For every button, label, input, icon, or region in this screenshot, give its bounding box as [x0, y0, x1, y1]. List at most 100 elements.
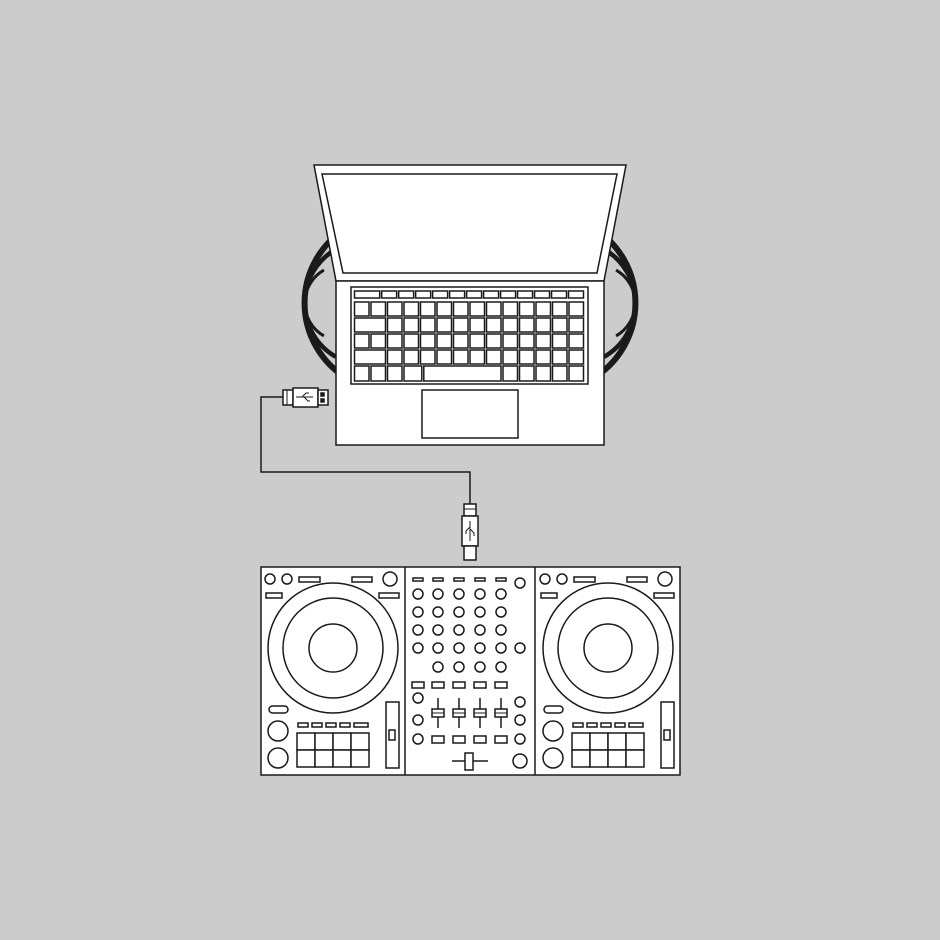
- eq-knob: [495, 624, 507, 636]
- deck-button: [573, 576, 596, 583]
- dj-controller-icon: [260, 566, 681, 776]
- keyboard-key: [353, 333, 370, 349]
- keyboard-key: [419, 333, 436, 349]
- keyboard-key: [533, 290, 551, 299]
- keyboard-key: [403, 333, 420, 349]
- keyboard-key: [568, 333, 585, 349]
- trackpad: [421, 389, 519, 439]
- keyboard-key: [353, 349, 387, 365]
- deck-button: [298, 576, 321, 583]
- performance-pad: [350, 732, 370, 751]
- performance-pad: [296, 749, 316, 768]
- performance-pad: [625, 749, 645, 768]
- filter-knob: [432, 661, 444, 673]
- mixer-button: [431, 735, 445, 744]
- cue-button: [542, 720, 564, 742]
- mixer-knob: [514, 696, 526, 708]
- usb-plug-boot: [282, 389, 294, 406]
- laptop-screen: [321, 173, 618, 274]
- mixer-button: [473, 735, 487, 744]
- pad-mode-button: [339, 722, 351, 728]
- performance-pad: [314, 732, 334, 751]
- keyboard-key: [370, 333, 387, 349]
- keyboard-key: [518, 301, 535, 317]
- deck-button: [653, 592, 675, 599]
- keyboard-key: [485, 333, 502, 349]
- eq-knob: [474, 624, 486, 636]
- filter-knob: [495, 661, 507, 673]
- eq-knob: [432, 624, 444, 636]
- tempo-slider-handle: [388, 729, 396, 741]
- sound-wave-arc: [615, 268, 637, 338]
- keyboard-key: [386, 365, 403, 382]
- performance-pad: [296, 732, 316, 751]
- mixer-button: [412, 577, 424, 582]
- eq-knob: [453, 624, 465, 636]
- keyboard-key: [452, 317, 469, 333]
- keyboard-key: [419, 349, 436, 365]
- cue-button: [452, 681, 466, 689]
- performance-pad: [350, 749, 370, 768]
- mixer-knob: [412, 733, 424, 745]
- performance-pad: [571, 749, 591, 768]
- eq-knob: [453, 642, 465, 654]
- eq-knob: [495, 606, 507, 618]
- keyboard-key: [535, 301, 552, 317]
- keyboard-key: [386, 333, 403, 349]
- keyboard-key: [452, 349, 469, 365]
- keyboard-key: [403, 365, 423, 382]
- keyboard-key: [518, 333, 535, 349]
- keyboard-key: [448, 290, 466, 299]
- keyboard-key: [551, 333, 568, 349]
- mixer-knob: [514, 577, 526, 589]
- deck-button: [540, 592, 558, 599]
- mixer-button: [495, 577, 507, 582]
- pad-mode-button: [311, 722, 323, 728]
- keyboard-key: [423, 365, 502, 382]
- usb-symbol-icon: [296, 392, 313, 402]
- usb-plug-tip: [317, 389, 329, 406]
- mixer-button: [453, 577, 465, 582]
- keyboard-key: [397, 290, 415, 299]
- eq-knob: [453, 588, 465, 600]
- keyboard-key: [502, 301, 519, 317]
- eq-knob: [453, 606, 465, 618]
- keyboard-key: [403, 349, 420, 365]
- keyboard-key: [419, 301, 436, 317]
- deck-button: [556, 573, 568, 585]
- cue-button: [267, 720, 289, 742]
- keyboard-key: [502, 365, 519, 382]
- mixer-knob: [514, 642, 526, 654]
- mixer-section: [411, 577, 528, 771]
- performance-pad: [589, 732, 609, 751]
- keyboard-key: [551, 317, 568, 333]
- keyboard-key: [568, 349, 585, 365]
- mixer-button: [432, 577, 444, 582]
- eq-knob: [495, 642, 507, 654]
- keyboard-key: [436, 301, 453, 317]
- eq-knob: [412, 588, 424, 600]
- keyboard-key: [518, 365, 535, 382]
- keyboard-key: [469, 301, 486, 317]
- keyboard-key: [502, 349, 519, 365]
- keyboard-key: [353, 301, 370, 317]
- keyboard-key: [551, 301, 568, 317]
- pad-mode-button: [586, 722, 598, 728]
- keyboard-key: [502, 317, 519, 333]
- keyboard-key: [386, 317, 403, 333]
- pad-mode-button: [353, 722, 369, 728]
- keyboard-key: [452, 301, 469, 317]
- shift-button: [268, 705, 289, 714]
- eq-knob: [474, 606, 486, 618]
- keyboard-key: [518, 317, 535, 333]
- master-knob: [512, 753, 528, 769]
- keyboard-key: [518, 349, 535, 365]
- performance-pad: [571, 732, 591, 751]
- performance-pad: [314, 749, 334, 768]
- jog-wheel-center: [308, 623, 358, 673]
- eq-knob: [412, 642, 424, 654]
- keyboard-key: [550, 290, 568, 299]
- keyboard-key: [469, 349, 486, 365]
- keyboard-key: [436, 317, 453, 333]
